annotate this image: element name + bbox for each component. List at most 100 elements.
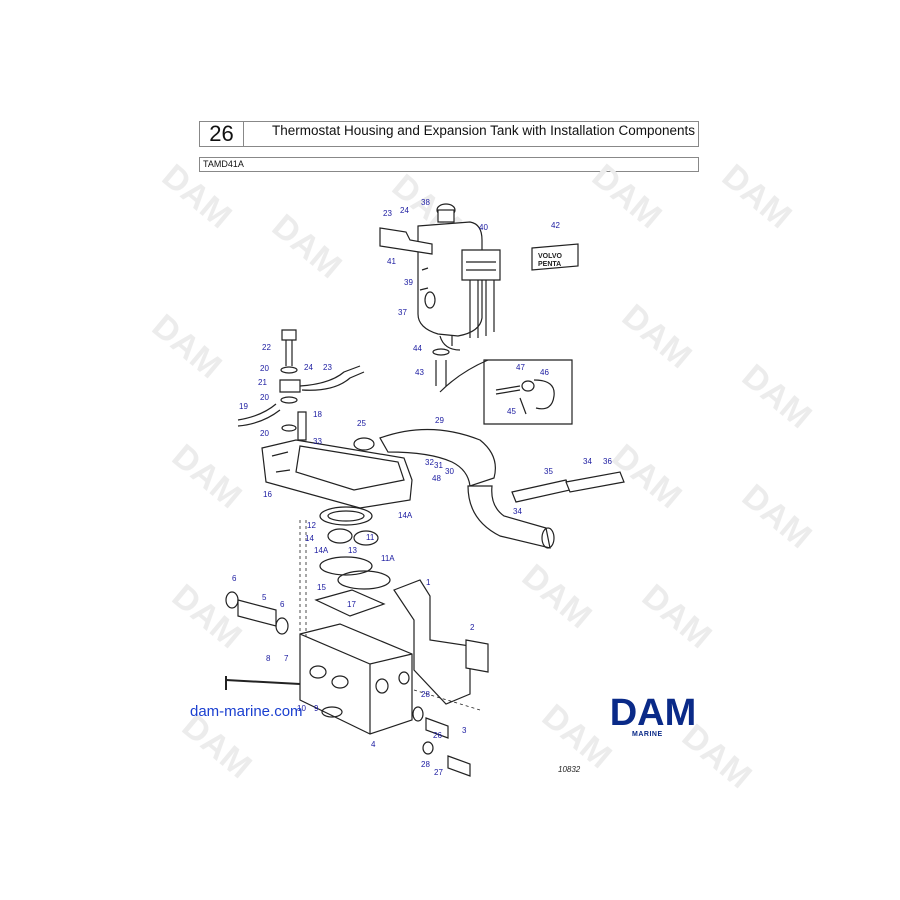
part-label-24: 24 — [304, 363, 313, 372]
part-label-32: 32 — [425, 458, 434, 467]
pipe-end — [541, 527, 555, 549]
long-bolt — [225, 679, 301, 685]
hose-35 — [511, 479, 571, 503]
bolt-stack — [237, 329, 365, 441]
dam-logo: DAM — [610, 695, 697, 727]
svg-text:VOLVO: VOLVO — [538, 253, 563, 260]
part-label-17: 17 — [347, 600, 356, 609]
watermark: DAM — [165, 437, 249, 516]
part-label-16: 16 — [263, 490, 272, 499]
part-label-39: 39 — [404, 278, 413, 287]
part-label-37: 37 — [398, 308, 407, 317]
part-label-38: 38 — [421, 198, 430, 207]
part-label-20: 20 — [260, 393, 269, 402]
part-label-18: 18 — [313, 410, 322, 419]
thermostat — [353, 530, 379, 546]
svg-text:PENTA: PENTA — [538, 261, 561, 268]
thermostat-cover — [261, 437, 413, 509]
gasket-15 — [314, 589, 386, 617]
part-label-23: 23 — [323, 363, 332, 372]
part-label-12: 12 — [307, 521, 316, 530]
part-label-28: 28 — [421, 690, 430, 699]
hose — [435, 360, 447, 386]
logo-text: DAM — [610, 695, 697, 727]
part-label-11a: 11A — [381, 554, 395, 563]
part-label-21: 21 — [258, 378, 267, 387]
watermark: DAM — [715, 157, 799, 236]
watermark: DAM — [735, 357, 819, 436]
pipe — [379, 428, 496, 487]
part-label-5: 5 — [262, 593, 267, 602]
part-label-46: 46 — [540, 368, 549, 377]
model-box: TAMD41A — [199, 157, 699, 172]
expansion-tank — [417, 203, 501, 351]
part-label-14: 14 — [305, 534, 314, 543]
part-label-31: 31 — [434, 461, 443, 470]
part-label-14a: 14A — [314, 546, 329, 555]
clamp-detail-inset — [439, 359, 573, 425]
part-label-23: 23 — [383, 209, 392, 218]
part-label-33: 33 — [313, 437, 322, 446]
logo-subtext: MARINE — [632, 731, 663, 738]
watermark: DAM — [615, 297, 699, 376]
gasket — [319, 556, 373, 576]
watermark: DAM — [675, 717, 759, 796]
watermark: DAM — [165, 577, 249, 656]
line-art: VOLVO PENTA — [225, 203, 625, 777]
part-label-13: 13 — [348, 546, 357, 555]
o-ring — [275, 617, 289, 635]
part-label-14a: 14A — [398, 511, 413, 520]
part-label-36: 36 — [603, 457, 612, 466]
part-label-42: 42 — [551, 221, 560, 230]
part-label-20: 20 — [260, 429, 269, 438]
part-label-1: 1 — [426, 578, 431, 587]
gasket — [337, 570, 391, 590]
watermark: DAM — [585, 157, 669, 236]
part-label-35: 35 — [544, 467, 553, 476]
part-label-2: 2 — [470, 623, 475, 632]
part-label-30: 30 — [445, 467, 454, 476]
part-label-3: 3 — [462, 726, 467, 735]
part-label-19: 19 — [239, 402, 248, 411]
part-label-34: 34 — [513, 507, 522, 516]
watermark: DAM — [155, 157, 239, 236]
part-label-25: 25 — [357, 419, 366, 428]
drawing-number: 10832 — [558, 765, 581, 774]
bracket-2 — [465, 639, 489, 673]
part-label-22: 22 — [262, 343, 271, 352]
part-label-6: 6 — [232, 574, 237, 583]
page-title: Thermostat Housing and Expansion Tank wi… — [272, 123, 695, 138]
part-label-27: 27 — [434, 768, 443, 777]
pipe-bend — [467, 485, 551, 549]
part-label-4: 4 — [371, 740, 376, 749]
part-label-40: 40 — [479, 223, 488, 232]
part-label-47: 47 — [516, 363, 525, 372]
gasket — [319, 506, 373, 526]
model-label: TAMD41A — [203, 159, 244, 169]
watermark: DAM — [265, 207, 349, 286]
washer — [432, 348, 450, 356]
part-label-26: 26 — [433, 731, 442, 740]
part-label-7: 7 — [284, 654, 289, 663]
tank-bracket — [379, 227, 433, 255]
sensor — [425, 717, 449, 739]
part-label-44: 44 — [413, 344, 422, 353]
part-label-6: 6 — [280, 600, 285, 609]
watermark: DAM — [515, 557, 599, 636]
watermark: DAM — [635, 577, 719, 656]
bracket — [393, 579, 471, 705]
logo-plate: VOLVO PENTA — [531, 243, 579, 271]
part-label-8: 8 — [266, 654, 271, 663]
part-label-28: 28 — [421, 760, 430, 769]
o-ring — [225, 591, 239, 609]
sensor — [447, 755, 471, 777]
part-label-11: 11 — [366, 533, 375, 542]
part-label-29: 29 — [435, 416, 444, 425]
header-box: 26 Thermostat Housing and Expansion Tank… — [199, 121, 699, 147]
part-label-45: 45 — [507, 407, 516, 416]
website-link[interactable]: dam-marine.com — [190, 703, 303, 720]
part-label-15: 15 — [317, 583, 326, 592]
